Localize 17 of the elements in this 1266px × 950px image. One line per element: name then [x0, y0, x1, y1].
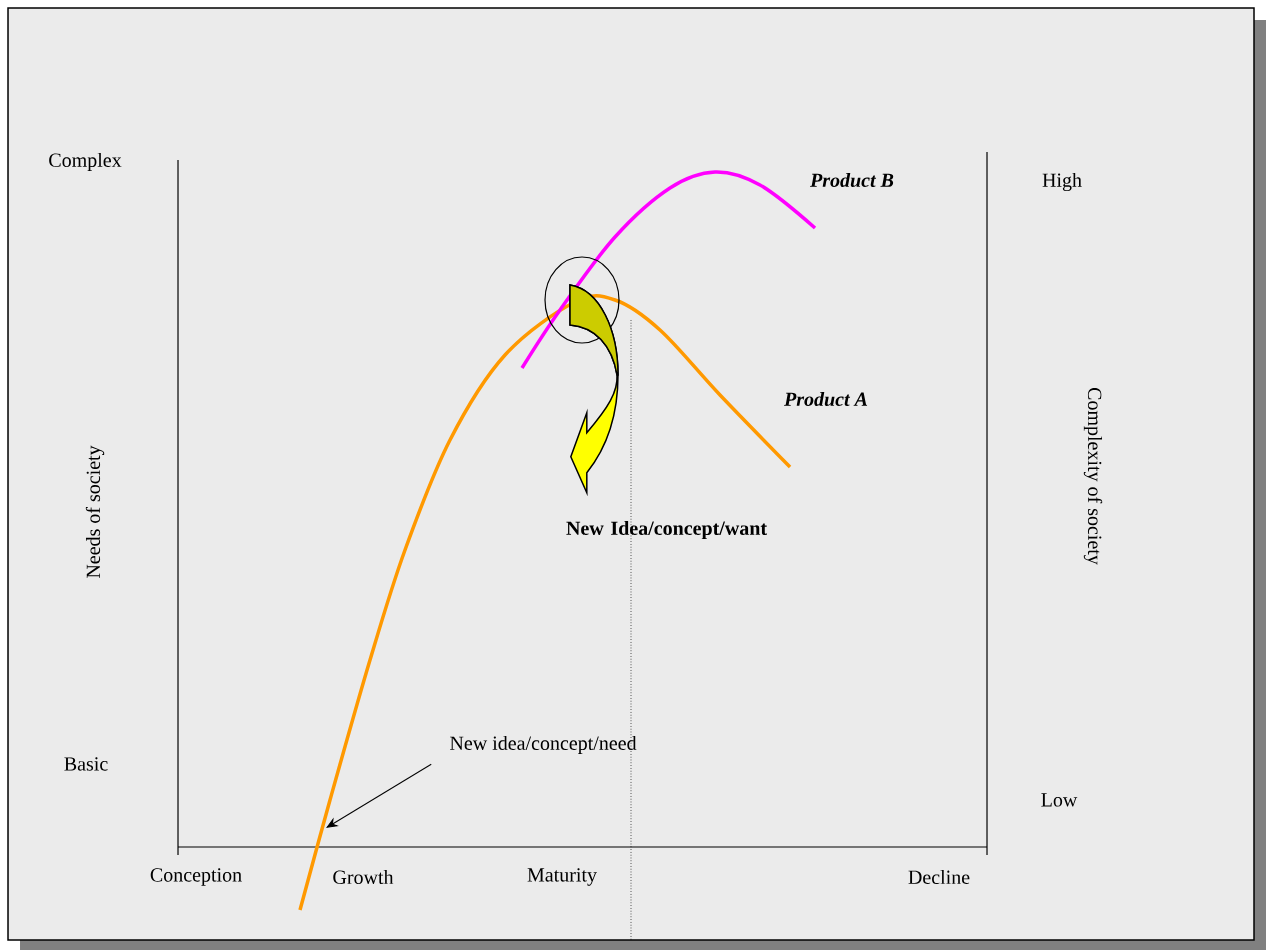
- curved-block-arrow: [569, 284, 619, 494]
- stage-label: Maturity: [527, 868, 597, 886]
- highlight-circle: [544, 256, 620, 344]
- axis-label: High: [1042, 172, 1082, 192]
- axis-label: Complex: [49, 152, 122, 172]
- axis-label: Low: [1041, 793, 1078, 807]
- stage-label: Decline: [908, 869, 970, 884]
- curve-label: Product A: [784, 391, 868, 407]
- curve-label: Product B: [810, 172, 894, 188]
- stage-label: Conception: [150, 868, 242, 886]
- leader-arrow: [326, 763, 432, 828]
- axis-title: Complexity of society: [1083, 387, 1103, 565]
- stage-label: Growth: [333, 869, 394, 884]
- leader-text: New idea/concept/need: [450, 735, 637, 755]
- axis-title: Needs of society: [85, 445, 105, 579]
- axis-label: Basic: [64, 757, 108, 771]
- callout-text: New Idea/concept/want: [566, 520, 767, 540]
